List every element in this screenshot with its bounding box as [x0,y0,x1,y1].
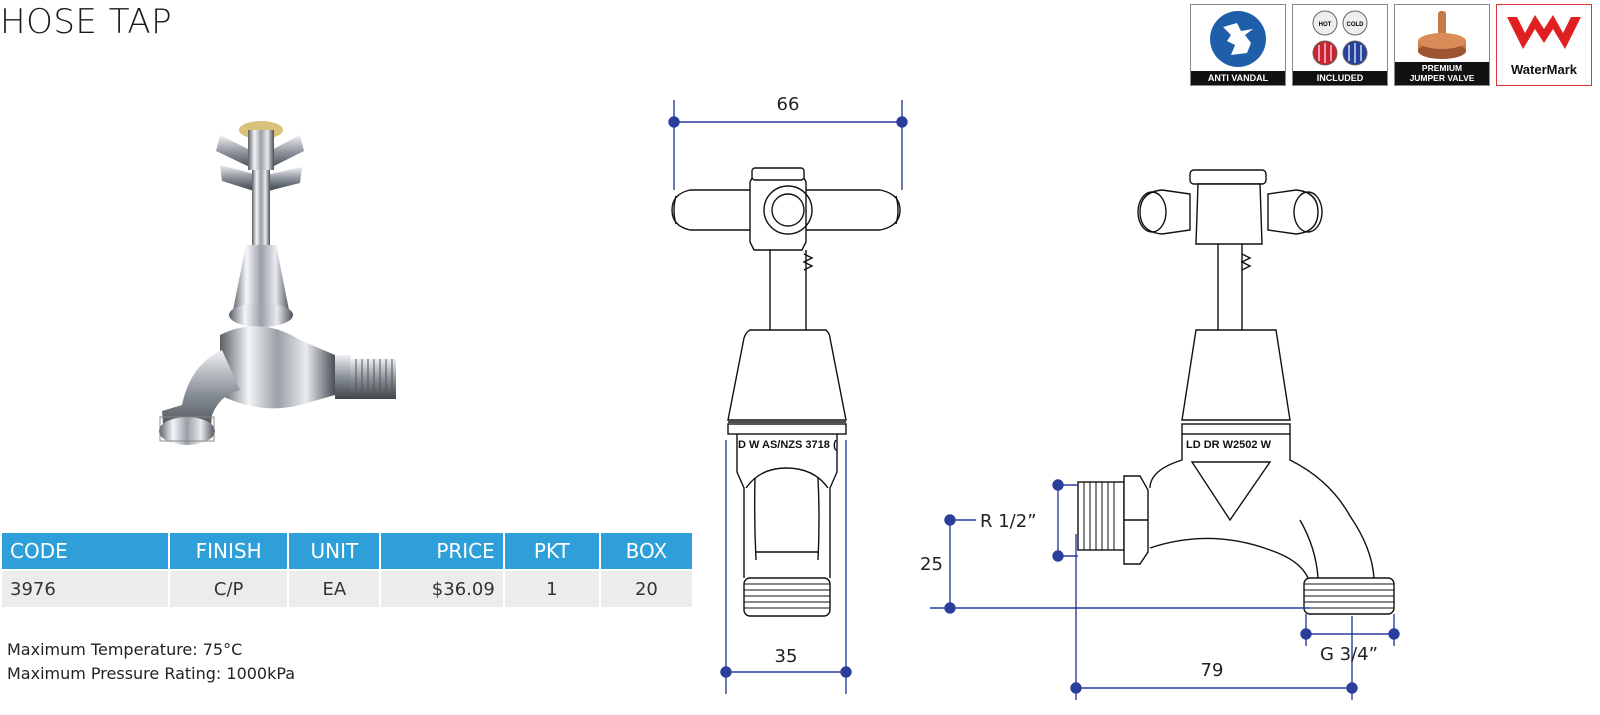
anti-vandal-label: ANTI VANDAL [1191,71,1285,85]
spec-table-header-row: CODE FINISH UNIT PRICE PKT BOX [2,533,692,571]
indices-badge: HOT COLD INCLUDED [1292,4,1388,86]
col-header-code: CODE [2,533,168,571]
dim-height: 25 [920,554,943,575]
dim-thread-inlet: R 1/2” [980,511,1037,532]
anti-vandal-icon [1210,11,1266,67]
dim-length: 79 [1201,660,1224,681]
anti-vandal-badge: ANTI VANDAL [1190,4,1286,86]
cell-code: 3976 [2,571,168,607]
product-photo [159,121,396,445]
cell-box: 20 [600,571,692,607]
col-header-price: PRICE [381,533,503,571]
specification-notes: Maximum Temperature: 75°C Maximum Pressu… [7,638,295,686]
watermark-logo [1507,15,1581,49]
side-view-drawing [1077,169,1395,615]
jumper-valve-label-line2: JUMPER VALVE [1409,73,1475,83]
cell-pkt: 1 [504,571,599,607]
jumper-valve-label: PREMIUM JUMPER VALVE [1395,62,1489,85]
col-header-pkt: PKT [504,533,599,571]
front-engraving: D W AS/NZS 3718 ( [738,439,837,451]
dim-outlet: G 3/4” [1320,644,1378,665]
spec-table: CODE FINISH UNIT PRICE PKT BOX 3976 C/P … [0,533,694,607]
jumper-valve-label-line1: PREMIUM [1421,63,1463,73]
hot-cold-indices-icon: HOT COLD [1312,10,1368,66]
certification-badges: ANTI VANDAL HOT COLD INCLUDED PREMIU [1190,4,1592,86]
indices-label: INCLUDED [1293,71,1387,85]
page-title: HOSE TAP [0,2,173,42]
col-header-unit: UNIT [289,533,380,571]
side-engraving: LD DR W2502 W [1186,439,1272,451]
watermark-label: WaterMark [1511,62,1577,77]
max-pressure-note: Maximum Pressure Rating: 1000kPa [7,664,296,683]
front-view-drawing [671,167,901,617]
watermark-badge: WaterMark [1496,4,1592,86]
cold-indicator-text: COLD [1347,22,1365,28]
table-row: 3976 C/P EA $36.09 1 20 [2,571,692,607]
max-temperature-note: Maximum Temperature: 75°C [7,640,243,659]
dim-top-width: 66 [777,94,800,115]
dimension-lines [668,100,1400,700]
dim-bottom-width: 35 [775,646,798,667]
hot-indicator-text: HOT [1319,22,1332,28]
jumper-valve-icon [1418,11,1466,59]
cell-unit: EA [289,571,380,607]
jumper-valve-badge: PREMIUM JUMPER VALVE [1394,4,1490,86]
cell-price: $36.09 [381,571,503,607]
cell-finish: C/P [169,571,288,607]
col-header-box: BOX [600,533,692,571]
col-header-finish: FINISH [169,533,288,571]
